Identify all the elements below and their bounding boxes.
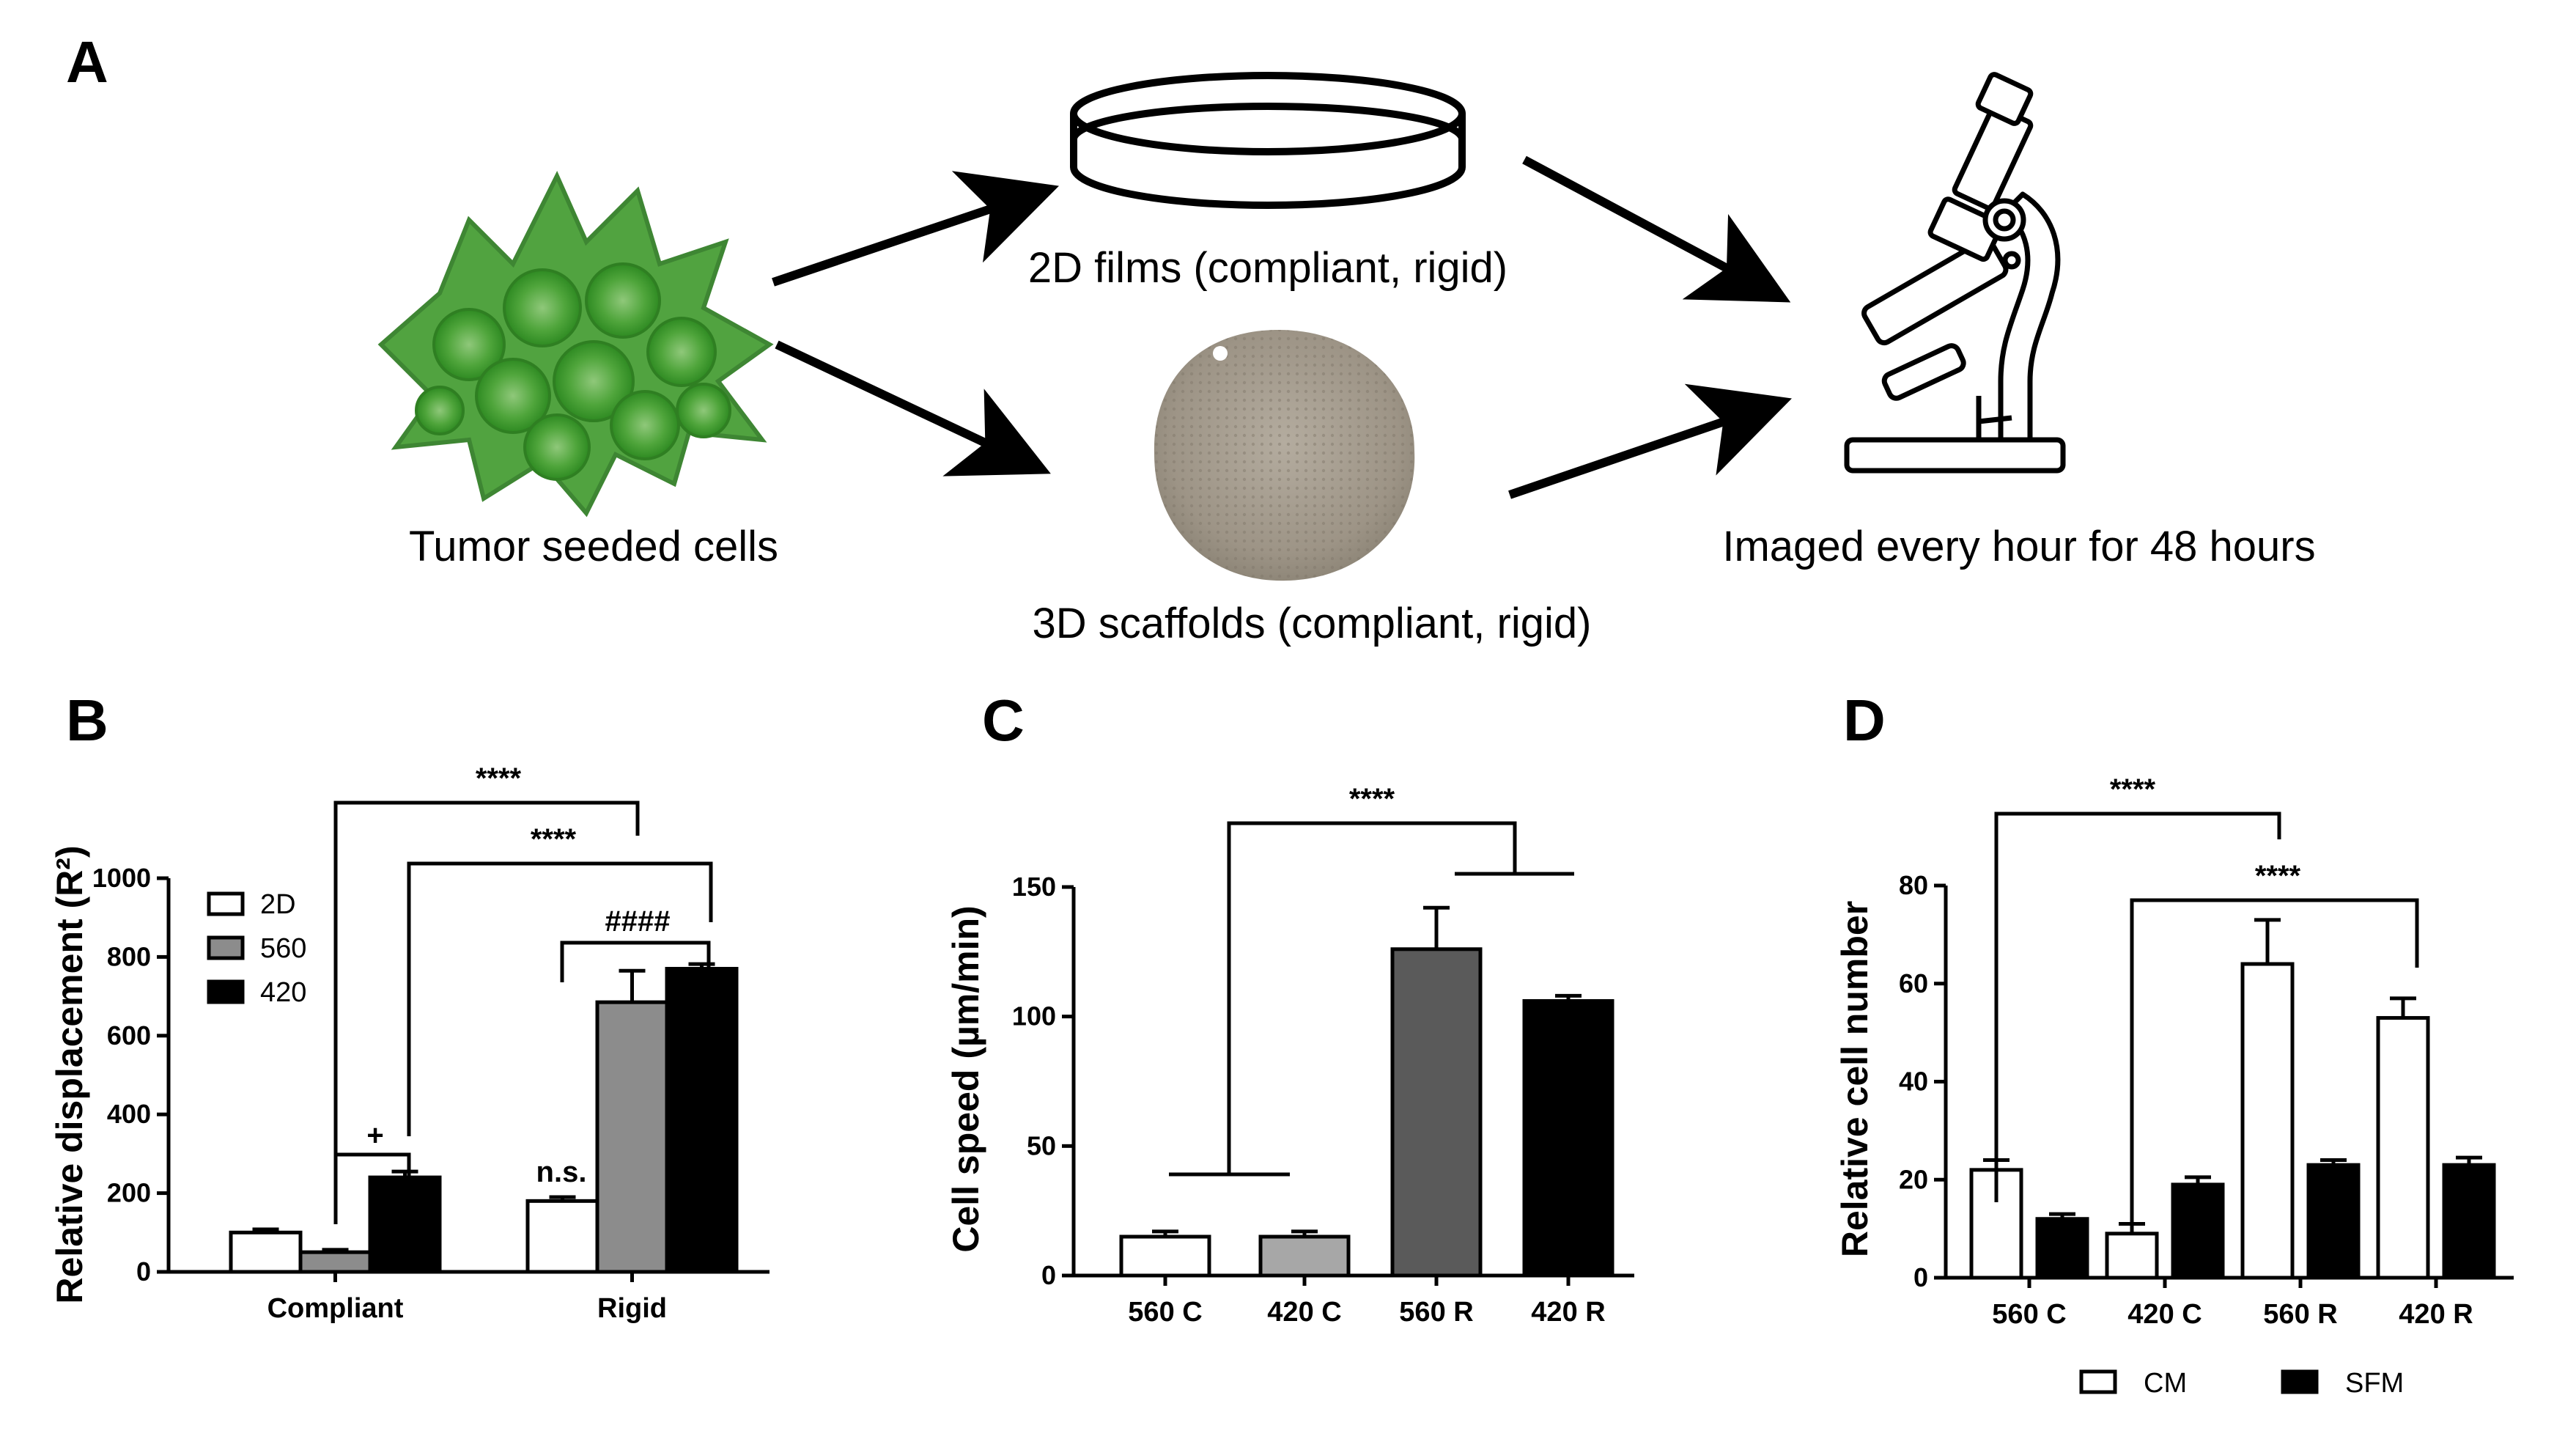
- legend-swatch-cm: [2079, 1369, 2117, 1394]
- petri-dish-icon: [1070, 72, 1466, 209]
- arrow-from-2d-to-microscope: [1522, 155, 1791, 303]
- significance-bracket-3: [560, 941, 711, 982]
- y-tick-label: 50: [1027, 1130, 1056, 1160]
- y-tick-label: 60: [1899, 968, 1928, 998]
- y-tick-label: 600: [107, 1020, 151, 1050]
- y-tick-label: 0: [1913, 1262, 1928, 1292]
- bar-420-rigid: [665, 967, 739, 1274]
- y-tick-label: 0: [1041, 1260, 1056, 1290]
- y-tick-label: 80: [1899, 870, 1928, 900]
- caption-3d-scaffolds: 3D scaffolds (compliant, rigid): [1033, 600, 1592, 647]
- bar-cm-560-r: [2240, 962, 2295, 1280]
- caption-tumor-seeded-cells: Tumor seeded cells: [409, 523, 778, 570]
- bar-420-compliant: [368, 1175, 442, 1274]
- legend-label-560: 560: [260, 933, 306, 964]
- panel-label-c: C: [982, 688, 1025, 753]
- legend-label-cm: CM: [2144, 1368, 2187, 1399]
- y-axis-title: Relative cell number: [1834, 901, 1875, 1257]
- arrow-to-2d-films: [772, 171, 1060, 287]
- legend-label-2D: 2D: [260, 889, 296, 920]
- x-category-label: 560 R: [2263, 1299, 2337, 1330]
- significance-label: ****: [2255, 860, 2301, 892]
- bar-sfm-420-r: [2442, 1163, 2496, 1280]
- significance-bracket-2: [407, 861, 713, 1136]
- x-category-label: 560 C: [1992, 1299, 2066, 1330]
- x-category-label: 420 R: [1531, 1297, 1605, 1328]
- significance-label: +: [366, 1119, 383, 1152]
- bar-560-c: [1119, 1234, 1211, 1278]
- arrow-to-3d-scaffolds: [775, 340, 1051, 476]
- arrow-from-3d-to-microscope: [1508, 383, 1792, 499]
- bar-cm-420-r: [2376, 1016, 2430, 1280]
- y-tick-label: 0: [136, 1256, 151, 1287]
- bar-sfm-560-r: [2306, 1163, 2361, 1280]
- y-tick-label: 20: [1899, 1164, 1928, 1194]
- tumor-cells-illustration: [377, 170, 774, 518]
- x-category-label: 420 R: [2399, 1299, 2473, 1330]
- chart-d: 0 20 40 60 80 560 C 420 C 560 R 420 R Relative ce…: [1834, 773, 2514, 1399]
- x-category-label: 560 R: [1399, 1297, 1473, 1328]
- significance-label: ****: [476, 762, 522, 795]
- x-category-label: 420 C: [1267, 1297, 1341, 1328]
- y-tick-label: 200: [107, 1178, 151, 1208]
- significance-bracket-2: [2130, 898, 2419, 1224]
- legend-label-sfm: SFM: [2345, 1368, 2404, 1399]
- significance-label: ****: [531, 823, 577, 855]
- y-tick-label: 400: [107, 1099, 151, 1129]
- x-category-label: Compliant: [267, 1293, 404, 1324]
- significance-bracket-1: [1994, 812, 2281, 1202]
- panel-label-b: B: [66, 688, 108, 753]
- scaffold-disc-image: [1154, 329, 1415, 581]
- y-tick-label: 100: [1012, 1001, 1056, 1031]
- legend-swatch-560: [207, 935, 245, 960]
- bar-420-c: [1258, 1234, 1351, 1278]
- bar-2D-compliant: [229, 1230, 303, 1274]
- bar-560-compliant: [298, 1250, 372, 1274]
- caption-imaged-every-hour: Imaged every hour for 48 hours: [1722, 523, 2315, 570]
- chart-c: 0 50 100 150 560 C 420 C 560 R 420 R Cell speed …: [945, 783, 1634, 1328]
- panel-label-a: A: [66, 29, 108, 95]
- bar-420-r: [1522, 998, 1614, 1278]
- significance-label: n.s.: [536, 1156, 587, 1188]
- bar-560-rigid: [595, 1000, 669, 1274]
- legend-swatch-2D: [207, 891, 245, 916]
- significance-label: ****: [1349, 783, 1395, 815]
- legend-swatch-sfm: [2281, 1369, 2319, 1394]
- significance-label: ****: [2110, 773, 2156, 806]
- significance-bracket-1: [333, 801, 640, 1224]
- legend-swatch-420: [207, 979, 245, 1004]
- x-category-label: 420 C: [2127, 1299, 2202, 1330]
- panel-label-d: D: [1843, 688, 1886, 753]
- y-tick-label: 40: [1899, 1067, 1928, 1097]
- y-axis-title: Relative displacement (R²): [49, 845, 90, 1303]
- significance-bracket-4: [333, 1152, 411, 1224]
- y-tick-label: 150: [1012, 872, 1056, 902]
- bar-cm-420-c: [2105, 1232, 2159, 1280]
- bar-sfm-420-c: [2171, 1182, 2225, 1280]
- bar-sfm-560-c: [2035, 1217, 2089, 1280]
- microscope-icon: [1844, 72, 2066, 474]
- y-tick-label: 800: [107, 941, 151, 971]
- bar-2D-rigid: [525, 1199, 599, 1274]
- significance-label: ####: [605, 905, 671, 938]
- bar-560-r: [1390, 947, 1483, 1278]
- y-tick-label: 1000: [92, 863, 151, 893]
- legend-label-420: 420: [260, 977, 306, 1008]
- x-category-label: Rigid: [597, 1293, 667, 1324]
- x-category-label: 560 C: [1128, 1297, 1202, 1328]
- y-axis-title: Cell speed (µm/min): [945, 905, 986, 1252]
- caption-2d-films: 2D films (compliant, rigid): [1028, 244, 1507, 292]
- significance-bracket: [1227, 821, 1517, 1174]
